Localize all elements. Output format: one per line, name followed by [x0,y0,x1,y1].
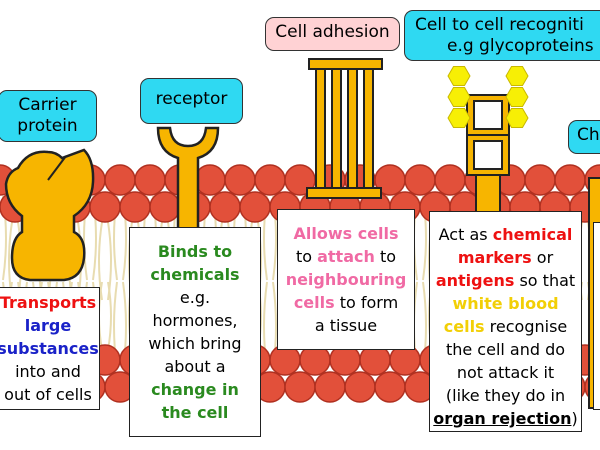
phospholipid-head [149,191,181,223]
recog-desc-h: cells [443,317,485,336]
phospholipid-head [554,164,586,196]
phospholipid-head [194,164,226,196]
recog-desc-a: Act as [438,225,488,244]
fifth-description-edge [593,222,600,410]
carrier-protein-label: Carrier protein [0,90,97,142]
adhesion-desc-d: to [379,247,397,266]
recognition-label-line1: Cell to cell recogniti [415,15,584,35]
recog-desc-n: ) [571,409,578,428]
carrier-desc-l1: Transports [0,293,97,312]
receptor-desc-l4: hormones, [152,311,238,330]
phospholipid-head [434,164,466,196]
receptor-desc-l2: chemicals [150,265,240,284]
carrier-desc-l4: into and [15,362,81,381]
adhesion-desc-c: attach [317,247,375,266]
phospholipid-head [344,371,376,403]
carrier-description: Transports large substances into and out… [0,287,100,410]
adhesion-desc-f: cells [293,293,335,312]
recog-desc-e: antigens [435,271,515,290]
recognition-label: Cell to cell recogniti e.g glycoproteins [404,10,600,61]
phospholipid-head [284,371,316,403]
recog-desc-k: not attack it [456,363,555,382]
adhesion-desc-h: a tissue [314,316,378,335]
carbohydrate-hexagon [447,87,471,107]
carrier-label-line1: Carrier [18,95,77,115]
carbohydrate-hexagon [505,66,529,86]
carrier-protein [4,148,95,282]
phospholipid-head [239,191,271,223]
recog-desc-b: chemical [492,225,573,244]
receptor-label: receptor [140,78,243,124]
carbohydrate-hexagon [447,108,471,128]
fifth-label-text: Ch [577,125,600,145]
recog-desc-d: or [536,248,554,267]
adhesion-label-text: Cell adhesion [275,22,390,42]
receptor-desc-l1: Binds to [157,242,233,261]
phospholipid-head [119,191,151,223]
carbohydrate-chains [447,66,529,128]
receptor-label-text: receptor [155,89,228,109]
recog-desc-m: organ rejection [433,409,572,428]
receptor-desc-l3: e.g. [179,288,211,307]
adhesion-desc-g: to form [339,293,399,312]
glycoprotein [466,94,510,221]
recognition-label-line2: e.g glycoproteins [447,36,594,56]
phospholipid-head [134,164,166,196]
phospholipid-head [209,191,241,223]
phospholipid-head [404,164,436,196]
carrier-label-line2: protein [17,116,78,136]
adhesion-protein [306,58,383,199]
phospholipid-head [254,164,286,196]
phospholipid-head [89,191,121,223]
adhesion-desc-e: neighbouring [285,270,407,289]
adhesion-desc-a: Allows cells [293,224,399,243]
receptor-desc-l7: change in [151,380,239,399]
recog-desc-f: so that [519,271,576,290]
phospholipid-head [374,371,406,403]
receptor-description: Binds to chemicals e.g. hormones, which … [129,227,261,437]
phospholipid-head [224,164,256,196]
adhesion-description: Allows cells to attach to neighbouring c… [277,209,415,350]
recog-desc-j: the cell and do [445,340,566,359]
carbohydrate-hexagon [447,66,471,86]
phospholipid-head [524,164,556,196]
recog-desc-g: white blood [452,294,559,313]
carrier-desc-l5: out of cells [4,385,92,404]
carrier-desc-l2: large [24,316,72,335]
recognition-description: Act as chemical markers or antigens so t… [429,211,582,432]
receptor-protein [156,126,220,302]
recog-desc-c: markers [457,248,532,267]
carbohydrate-hexagon [505,108,529,128]
cell-adhesion-label: Cell adhesion [265,17,400,51]
carbohydrate-hexagon [505,87,529,107]
recog-desc-l: (like they do in [445,386,566,405]
fifth-protein-label: Ch [568,120,600,154]
carrier-desc-l3: substances [0,339,99,358]
receptor-desc-l5: which bring [148,334,242,353]
phospholipid-tail [98,281,112,351]
phospholipid-head [314,371,346,403]
recog-desc-i: recognise [489,317,568,336]
phospholipid-head [104,164,136,196]
receptor-desc-l8: the cell [161,403,229,422]
adhesion-desc-b: to [295,247,313,266]
receptor-desc-l6: about a [164,357,226,376]
